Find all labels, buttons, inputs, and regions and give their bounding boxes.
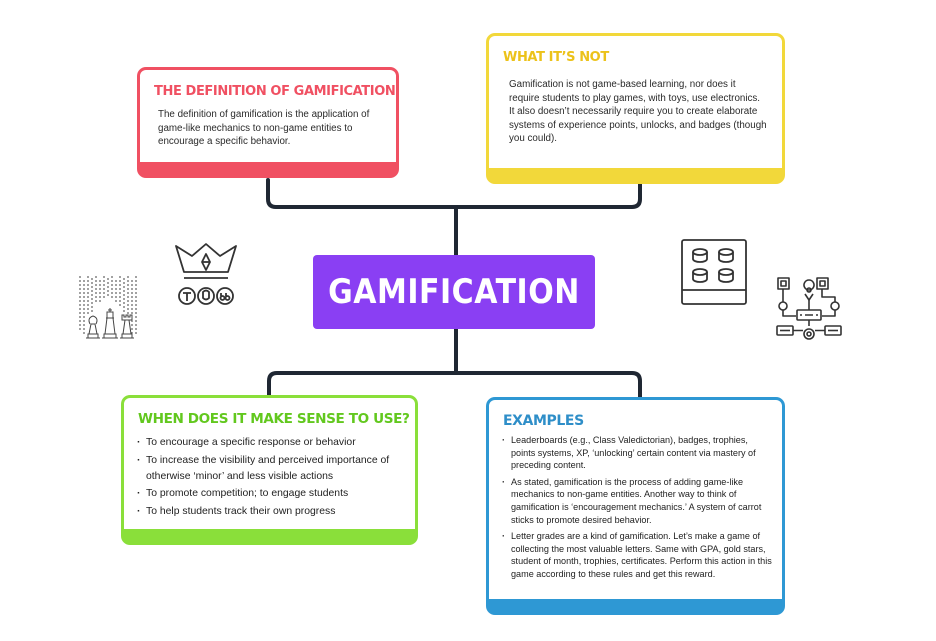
when-to-use-list: To encourage a specific response or beha… [136,435,405,522]
crown-icon [175,243,237,305]
whats-not-card: WHAT IT’S NOT Gamification is not game-b… [486,33,785,184]
center-title: GAMIFICATION [328,272,580,312]
definition-body: The definition of gamification is the ap… [158,109,370,148]
network-icon [776,277,842,340]
definition-card: THE DEFINITION OF GAMIFICATION The defin… [137,67,399,178]
list-item: To help students track their own progres… [136,504,405,520]
chess-pieces-icon [79,276,137,339]
connector-top [266,178,642,209]
list-item: As stated, gamification is the process o… [501,476,772,526]
center-topic: GAMIFICATION [313,255,595,329]
examples-title: EXAMPLES [503,413,584,429]
examples-card: EXAMPLES Leaderboards (e.g., Class Valed… [486,397,785,615]
when-to-use-card: WHEN DOES IT MAKE SENSE TO USE? To encou… [121,395,418,545]
when-to-use-title: WHEN DOES IT MAKE SENSE TO USE? [138,411,410,427]
whats-not-body: Gamification is not game-based learning,… [509,79,767,145]
lego-brick-icon [681,239,747,305]
list-item: Leaderboards (e.g., Class Valedictorian)… [501,434,772,472]
whats-not-title: WHAT IT’S NOT [503,50,609,65]
list-item: To increase the visibility and perceived… [136,453,405,485]
list-item: To promote competition; to engage studen… [136,486,405,502]
definition-title: THE DEFINITION OF GAMIFICATION [154,84,396,99]
connector-bottom [267,371,642,400]
examples-list: Leaderboards (e.g., Class Valedictorian)… [501,434,772,585]
list-item: Letter grades are a kind of gamification… [501,530,772,580]
list-item: To encourage a specific response or beha… [136,435,405,451]
